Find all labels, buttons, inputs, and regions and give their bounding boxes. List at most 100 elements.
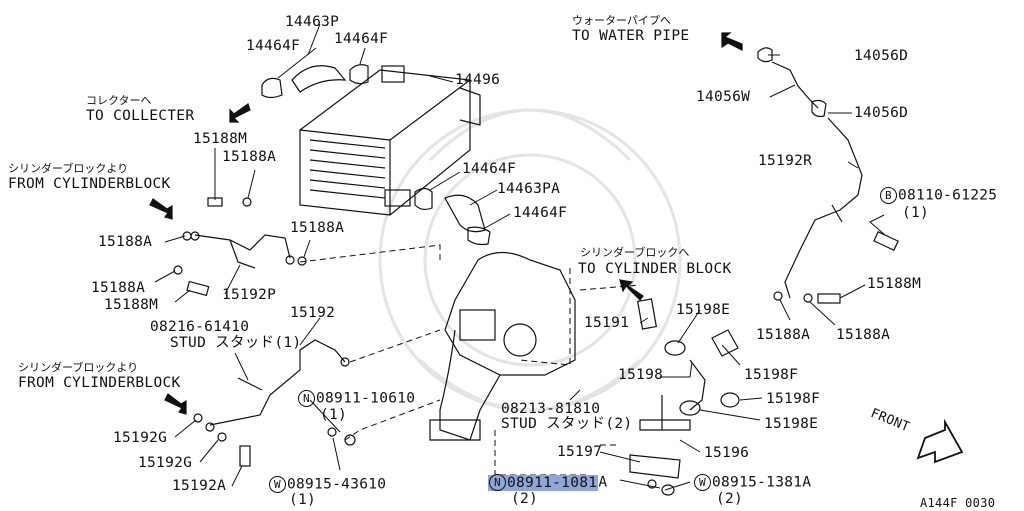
bolt-15188M-c bbox=[817, 293, 841, 304]
qty-08915-43610: (1) bbox=[289, 492, 317, 508]
label-15198F-b: 15198F bbox=[766, 391, 821, 407]
clamp-14464F-a bbox=[261, 77, 283, 99]
label-08216-stud: STUD スタッド(1) bbox=[170, 335, 302, 351]
b-prefix-icon: B bbox=[880, 187, 897, 204]
label-14056W: 14056W bbox=[696, 89, 751, 105]
label-08915-43610-number: 08915-43610 bbox=[287, 476, 387, 493]
pipe-15192P bbox=[190, 231, 295, 269]
label-15188A-d: 15188A bbox=[91, 280, 146, 296]
arrow-cyl-from1 bbox=[149, 198, 173, 220]
label-08911-1081-number: 08911-1081 bbox=[507, 474, 598, 491]
cyl-to-label: TO CYLINDER BLOCK bbox=[578, 261, 732, 277]
washer-15188A-c bbox=[173, 265, 183, 275]
w-prefix-icon: W bbox=[269, 476, 286, 493]
label-08911-1081-suffix: A bbox=[598, 474, 608, 491]
w-prefix-icon: W bbox=[694, 474, 711, 491]
washer-15188A-f bbox=[803, 293, 813, 303]
label-14463P: 14463P bbox=[285, 14, 340, 30]
label-08213-81810: 08213-81810 bbox=[501, 401, 601, 417]
front-arrow bbox=[916, 418, 964, 464]
clamp-14464F-b bbox=[349, 64, 369, 85]
collecter-jp: コレクターへ bbox=[86, 94, 152, 107]
cyl-from2-label: FROM CYLINDERBLOCK bbox=[18, 375, 181, 391]
nut-08911-1081 bbox=[661, 484, 675, 496]
label-08213-stud: STUD スタッド(2) bbox=[501, 416, 633, 432]
label-14463PA: 14463PA bbox=[497, 181, 561, 197]
washer-15188A-b bbox=[182, 231, 192, 241]
label-14464F-d: 14464F bbox=[513, 205, 568, 221]
leader-lines bbox=[154, 23, 886, 491]
label-15191: 15191 bbox=[584, 315, 630, 331]
washer-15188A-a bbox=[242, 197, 252, 207]
label-08110-number: 08110-61225 bbox=[898, 187, 998, 204]
arrow-collecter bbox=[229, 103, 251, 123]
washer-15192G-b bbox=[217, 432, 227, 442]
arrow-cyl-to bbox=[619, 279, 644, 301]
label-15196: 15196 bbox=[704, 445, 750, 461]
clamp-15198E-a bbox=[664, 340, 686, 356]
hose-14056W bbox=[771, 61, 819, 109]
washer-15188A-d bbox=[297, 256, 307, 266]
bolt-15192A bbox=[239, 445, 251, 467]
clamp-14464F-c bbox=[414, 187, 433, 211]
label-15192R: 15192R bbox=[758, 153, 813, 169]
label-15192: 15192 bbox=[290, 305, 336, 321]
arrow-water-pipe bbox=[721, 32, 743, 51]
bolt-08110-61225 bbox=[873, 231, 899, 251]
label-14464F-b: 14464F bbox=[334, 31, 389, 47]
clamp-14056D-b bbox=[811, 99, 827, 118]
label-15197: 15197 bbox=[557, 444, 603, 460]
label-08915-1381A-number: 08915-1381A bbox=[712, 474, 812, 491]
label-15188M-c: 15188M bbox=[867, 276, 922, 292]
label-14464F-c: 14464F bbox=[462, 161, 517, 177]
flange-15197 bbox=[629, 454, 681, 479]
arrows bbox=[149, 32, 743, 415]
collecter-label: TO COLLECTER bbox=[86, 108, 195, 124]
label-08216-61410: 08216-61410 bbox=[150, 319, 250, 335]
hose-15198F-a bbox=[711, 329, 739, 357]
label-15192G-a: 15192G bbox=[113, 430, 168, 446]
label-15198: 15198 bbox=[618, 367, 664, 383]
qty-08915-1381A: (2) bbox=[716, 491, 744, 507]
water-pipe-label: TO WATER PIPE bbox=[572, 28, 690, 44]
pipe-15192R bbox=[784, 117, 863, 299]
label-15188M-a: 15188M bbox=[193, 131, 248, 147]
label-15188A-b: 15188A bbox=[98, 234, 153, 250]
stud-08216 bbox=[237, 377, 263, 391]
washer-08915-43610 bbox=[327, 427, 337, 437]
label-15188A-c: 15188A bbox=[290, 220, 345, 236]
label-15198F-a: 15198F bbox=[744, 367, 799, 383]
cyl-from2-jp: シリンダーブロックより bbox=[18, 361, 139, 374]
washer-08915-1381 bbox=[647, 479, 657, 489]
qty-08911-1081: (2) bbox=[511, 491, 539, 507]
label-15192A: 15192A bbox=[172, 478, 227, 494]
label-15188A-a: 15188A bbox=[222, 149, 277, 165]
label-15188M-b: 15188M bbox=[104, 297, 159, 313]
label-15198E-a: 15198E bbox=[676, 302, 731, 318]
label-14464F-a: 14464F bbox=[246, 38, 301, 54]
label-15192G-b: 15192G bbox=[138, 455, 193, 471]
clamp-14464F-d bbox=[467, 226, 491, 246]
pipe-15192 bbox=[205, 339, 350, 432]
hose-14463PA bbox=[444, 194, 486, 233]
fitting-15191 bbox=[636, 298, 658, 330]
clamp-15198E-b bbox=[679, 400, 701, 416]
cyl-from1-jp: シリンダーブロックより bbox=[8, 162, 129, 175]
label-14496: 14496 bbox=[455, 72, 501, 88]
label-14056D-b: 14056D bbox=[854, 105, 909, 121]
water-pipe-jp: ウォーターパイプへ bbox=[572, 14, 671, 27]
intercooler-14496 bbox=[299, 65, 481, 216]
arrow-cyl-from2 bbox=[164, 393, 187, 415]
label-15188A-f: 15188A bbox=[836, 327, 891, 343]
qty-08110: (1) bbox=[902, 205, 930, 221]
label-15192P: 15192P bbox=[222, 287, 277, 303]
gasket-15196 bbox=[639, 419, 691, 431]
label-15188A-e: 15188A bbox=[756, 327, 811, 343]
cyl-from1-label: FROM CYLINDERBLOCK bbox=[8, 176, 171, 192]
label-15198E-b: 15198E bbox=[764, 416, 819, 432]
